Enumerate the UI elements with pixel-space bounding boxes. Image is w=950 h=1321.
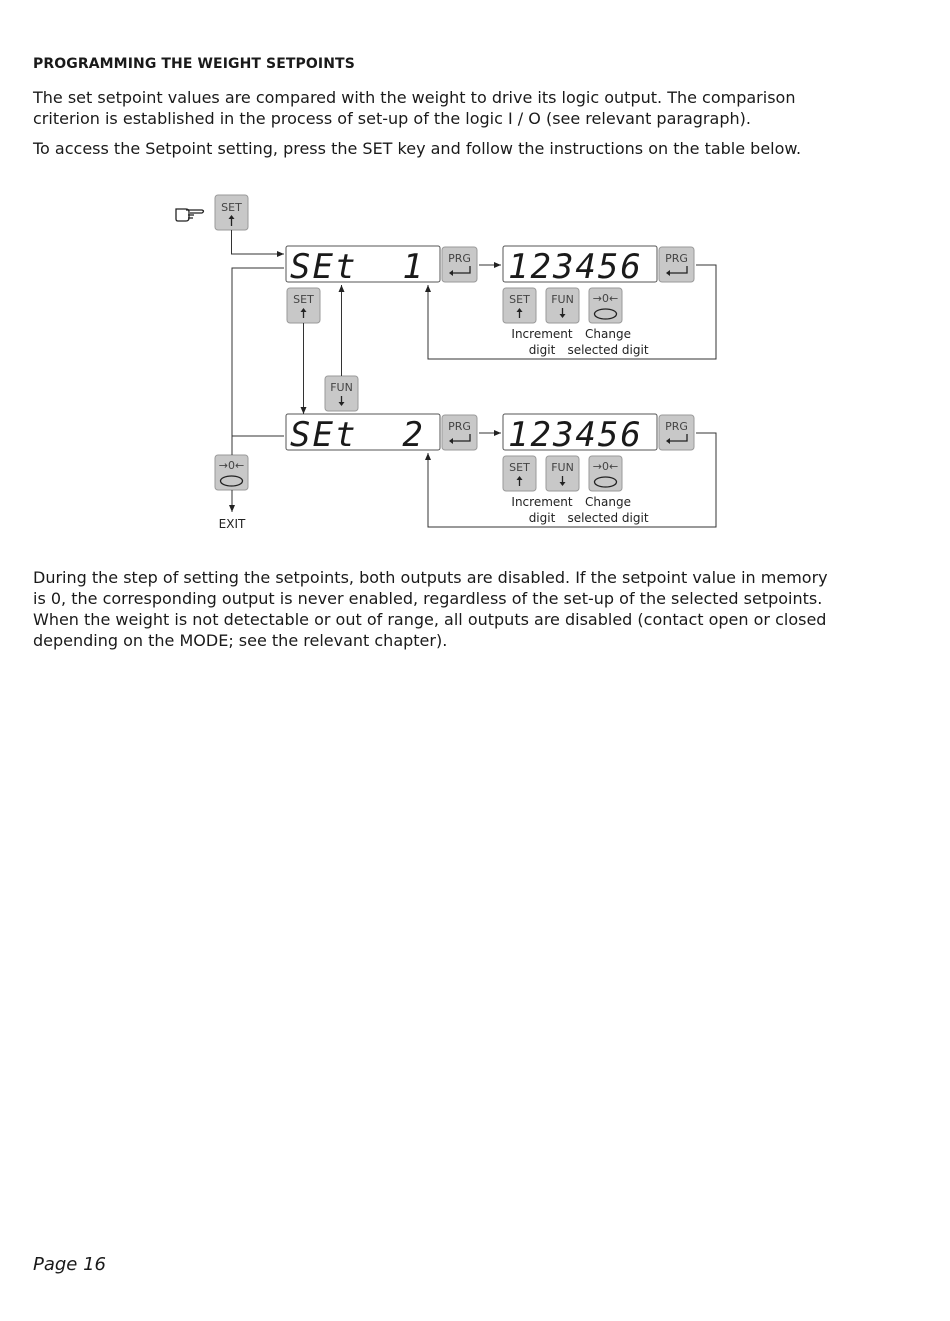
key-label: SET (293, 293, 314, 306)
key-label: PRG (665, 420, 688, 433)
key-label: SET (509, 293, 530, 306)
key-label: SET (509, 461, 530, 474)
set-key-inc-row2[interactable]: SET (502, 455, 537, 492)
prg-key-row2-a[interactable]: PRG (441, 414, 478, 451)
key-label: PRG (448, 420, 471, 433)
prg-key-row2-b[interactable]: PRG (658, 414, 695, 451)
flow-lines (229, 230, 717, 528)
zero-key-row2[interactable]: →0← (588, 455, 623, 492)
display-set1: SEt 1 (285, 245, 441, 287)
prg-key-row1-a[interactable]: PRG (441, 246, 478, 283)
setpoint-flow-diagram: SET SEt 1 PRG 123456 PRG SET SET FUN (175, 194, 717, 531)
display-value-row2: 123456 (502, 413, 658, 455)
page-number: Page 16 (33, 1254, 107, 1275)
fun-key-between[interactable]: FUN (324, 375, 359, 412)
caption-increment: Increment (511, 495, 572, 509)
key-label: SET (221, 201, 242, 214)
caption-increment-2: digit (529, 343, 556, 357)
enter-arrow-icon (450, 434, 471, 442)
key-label: PRG (448, 252, 471, 265)
caption-change: Change (585, 327, 631, 341)
zero-key-row1[interactable]: →0← (588, 287, 623, 324)
key-label: →0← (593, 460, 618, 473)
access-paragraph: To access the Setpoint setting, press th… (33, 139, 802, 158)
caption-change: Change (585, 495, 631, 509)
caption-increment: Increment (511, 327, 572, 341)
set-key-start[interactable]: SET (214, 194, 249, 231)
pointing-hand-icon (175, 208, 205, 222)
key-label: →0← (219, 459, 244, 472)
section-heading: PROGRAMMING THE WEIGHT SETPOINTS (33, 56, 355, 72)
cycle-icon (593, 308, 618, 320)
cycle-icon (593, 476, 618, 488)
display-value-text: 123456 (508, 415, 643, 455)
set-key-inc-row1[interactable]: SET (502, 287, 537, 324)
key-label: FUN (551, 293, 574, 306)
key-label: →0← (593, 292, 618, 305)
caption-change-2: selected digit (567, 511, 648, 525)
display-set2-text: SEt 2 (290, 415, 425, 455)
prg-key-row1-b[interactable]: PRG (658, 246, 695, 283)
display-set2: SEt 2 (285, 413, 441, 455)
display-value-row1: 123456 (502, 245, 658, 287)
cycle-icon (219, 475, 244, 487)
caption-increment-2: digit (529, 511, 556, 525)
key-label: FUN (551, 461, 574, 474)
intro-paragraph: The set setpoint values are compared wit… (33, 88, 796, 128)
fun-key-row2[interactable]: FUN (545, 455, 580, 492)
display-set1-text: SEt 1 (290, 247, 425, 287)
zero-key-exit[interactable]: →0← (214, 454, 249, 491)
key-label: FUN (330, 381, 353, 394)
exit-label: EXIT (219, 517, 246, 531)
fun-key-row1[interactable]: FUN (545, 287, 580, 324)
set-key-row1[interactable]: SET (286, 287, 321, 324)
key-label: PRG (665, 252, 688, 265)
enter-arrow-icon (450, 266, 471, 274)
display-value-text: 123456 (508, 247, 643, 287)
outputs-paragraph: During the step of setting the setpoints… (33, 568, 828, 650)
caption-change-2: selected digit (567, 343, 648, 357)
enter-arrow-icon (667, 266, 688, 274)
enter-arrow-icon (667, 434, 688, 442)
